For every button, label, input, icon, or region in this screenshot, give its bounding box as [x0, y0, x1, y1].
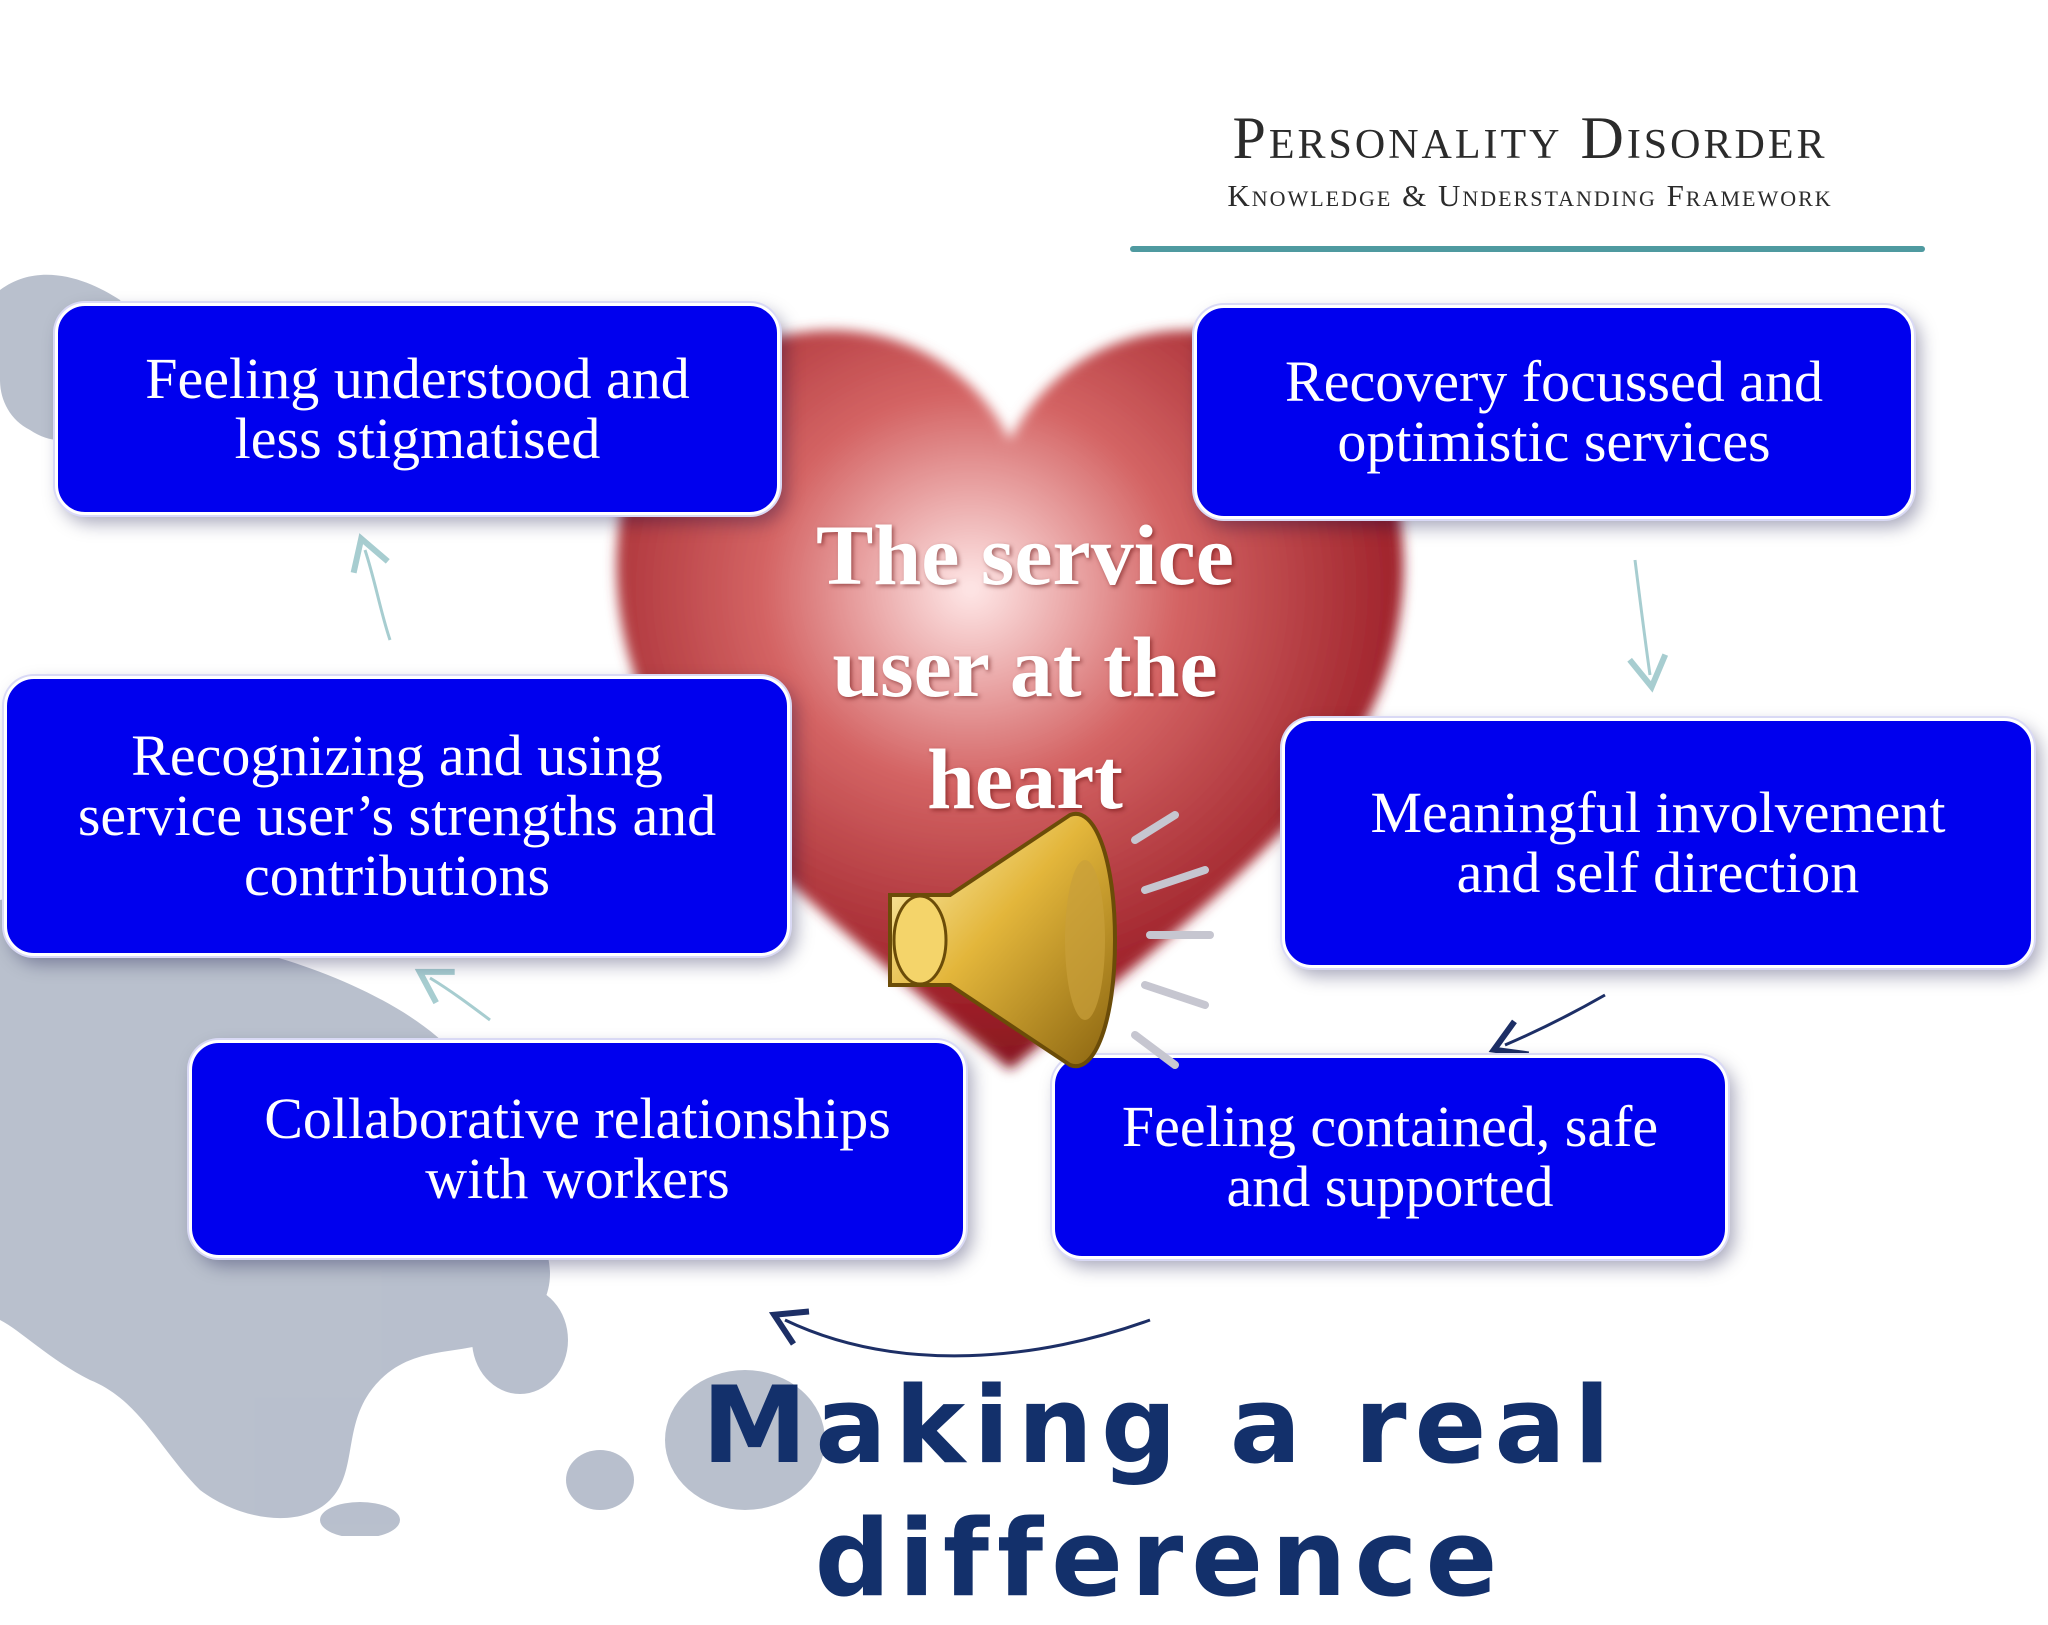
framework-logo: Personality Disorder Knowledge & Underst…	[1100, 108, 1960, 214]
heart-caption-line: The service	[745, 500, 1305, 612]
box-text-line: Collaborative relationships	[264, 1089, 891, 1149]
box-text-line: Meaningful involvement	[1370, 783, 1945, 843]
box-meaningful-involvement: Meaningful involvement and self directio…	[1282, 718, 2034, 968]
box-text-line: Feeling understood and	[145, 349, 689, 409]
footer-heading-line: difference	[560, 1493, 1760, 1625]
box-text-line: Recognizing and using	[78, 726, 716, 786]
heart-caption-line: user at the	[745, 612, 1305, 724]
footer-heading-line: Making a real	[560, 1360, 1760, 1493]
box-text-line: optimistic services	[1285, 412, 1823, 472]
box-feeling-contained: Feeling contained, safe and supported	[1052, 1055, 1728, 1259]
speaker-icon[interactable]	[880, 800, 1220, 1080]
logo-subtitle: Knowledge & Understanding Framework	[1100, 178, 1960, 214]
box-text-line: Feeling contained, safe	[1122, 1097, 1658, 1157]
heart-caption: The service user at the heart	[745, 500, 1305, 835]
box-collaborative-relationships: Collaborative relationships with workers	[189, 1040, 966, 1258]
box-text-line: with workers	[264, 1149, 891, 1209]
logo-title: Personality Disorder	[1100, 108, 1960, 168]
footer-heading: Making a real difference	[560, 1360, 1760, 1625]
box-text-line: less stigmatised	[145, 409, 689, 469]
box-text-line: service user’s strengths and	[78, 786, 716, 846]
box-text-line: contributions	[78, 846, 716, 906]
box-feeling-understood: Feeling understood and less stigmatised	[55, 303, 780, 515]
box-recognizing-strengths: Recognizing and using service user’s str…	[4, 676, 790, 956]
box-text-line: and self direction	[1370, 843, 1945, 903]
logo-underline	[1130, 246, 1925, 252]
box-recovery-focussed: Recovery focussed and optimistic service…	[1194, 305, 1914, 519]
box-text-line: and supported	[1122, 1157, 1658, 1217]
box-text-line: Recovery focussed and	[1285, 352, 1823, 412]
